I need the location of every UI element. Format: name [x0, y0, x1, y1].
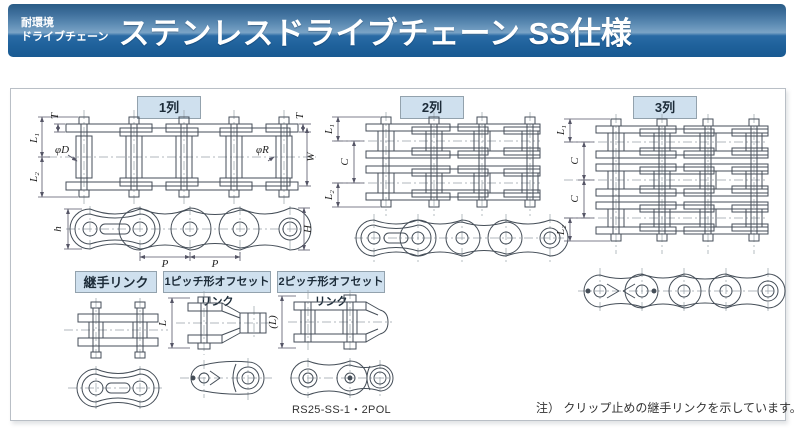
- chain-body: [65, 116, 299, 198]
- dim-L1: L₁: [323, 124, 335, 135]
- diagram-3row-side-view: L₁ C C L₂: [555, 114, 769, 254]
- caption-2row: 2列: [400, 96, 464, 119]
- chain-body: [595, 118, 769, 242]
- dim-L2: L₂: [28, 172, 40, 183]
- page-title: ステンレスドライブチェーン SS仕様: [118, 16, 632, 51]
- dim-P-1: P: [161, 258, 169, 270]
- dim-phiR: φR: [256, 144, 269, 156]
- content-frame: [10, 88, 786, 421]
- dim-C-upper: C: [569, 157, 581, 165]
- diagram-2row-plan-view: [354, 214, 569, 262]
- dimensions: [278, 295, 296, 349]
- dim-L: L: [157, 320, 169, 327]
- centerlines: [64, 298, 168, 410]
- caption-joint-link: 継手リンク: [75, 271, 157, 293]
- centerlines: [176, 291, 272, 400]
- dimensions: [168, 297, 190, 349]
- centerlines: [578, 268, 774, 314]
- dimensions: [332, 116, 380, 208]
- note-text: 注） クリップ止めの継手リンクを示しています。: [536, 401, 794, 415]
- dimensions: [38, 116, 311, 198]
- plan-view: [190, 360, 265, 395]
- diagram-offset-link-2pitch: (L): [267, 290, 394, 398]
- plan-view: [290, 360, 394, 396]
- dim-C-lower: C: [569, 195, 581, 203]
- dim-L1: L₁: [555, 125, 567, 136]
- clip-end: [190, 375, 196, 381]
- diagram-2row-side-view: L₁ C L₂: [323, 112, 541, 216]
- diagram-3row-plan-view: [578, 268, 786, 314]
- chain-links: [355, 219, 569, 257]
- dim-W: W: [305, 152, 317, 162]
- side-view: [293, 294, 389, 350]
- model-code: RS25-SS-1・2POL: [292, 404, 391, 416]
- caption-1row: 1列: [137, 96, 201, 119]
- dim-H: H: [302, 224, 314, 234]
- tagline-line1: 耐環境: [21, 17, 54, 30]
- clip-ends: [585, 288, 657, 294]
- header-banner: 耐環境 ドライブチェーン ステンレスドライブチェーン SS仕様: [8, 4, 786, 57]
- diagram-joint-link: [64, 298, 168, 410]
- chain-links: [583, 273, 786, 309]
- dimensions: [64, 207, 310, 261]
- dim-L2: L₂: [555, 225, 567, 236]
- dim-L1: L₁: [28, 133, 40, 144]
- side-view: [77, 301, 159, 359]
- diagram-1row-plan-view: h H P P: [52, 206, 314, 270]
- dim-L2: L₂: [323, 190, 335, 201]
- caption-offset-2pitch: 2ピッチ形オフセットリンク: [277, 271, 385, 308]
- pin-end: [347, 375, 353, 381]
- chain-body: [365, 116, 541, 208]
- diagram-1row-side-view: T L₁ L₂ φD φR T W: [28, 110, 317, 204]
- diagram-offset-link-1pitch: L: [157, 291, 272, 400]
- tagline-line2: ドライブチェーン: [21, 30, 109, 43]
- chain-links: [69, 207, 312, 251]
- centerlines: [288, 290, 392, 398]
- dim-P-2: P: [211, 258, 219, 270]
- side-view: [187, 296, 267, 350]
- header-tagline: 耐環境 ドライブチェーン: [21, 17, 108, 43]
- dim-C: C: [339, 158, 351, 166]
- dimensions: [564, 118, 610, 242]
- dim-phiD: φD: [55, 144, 69, 156]
- dim-L-paren: (L): [267, 315, 279, 329]
- dim-T-right: T: [294, 112, 306, 119]
- plan-view: [76, 368, 160, 408]
- dim-T-left: T: [49, 112, 61, 119]
- dim-h: h: [52, 226, 64, 232]
- centerlines: [564, 114, 768, 254]
